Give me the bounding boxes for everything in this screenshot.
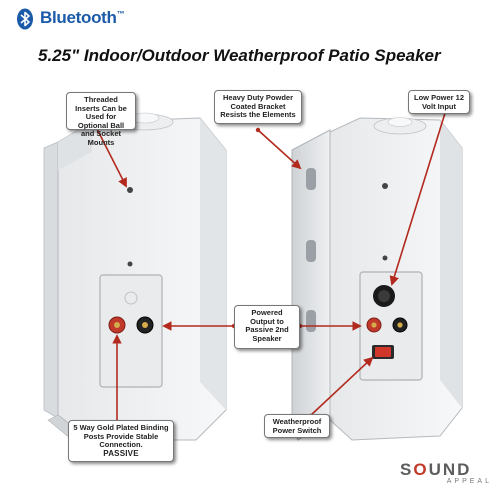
callout-power-switch: Weatherproof Power Switch xyxy=(264,414,330,438)
callout-low-power: Low Power 12 Volt Input xyxy=(408,90,470,114)
callout-arrows xyxy=(95,109,447,425)
binding-posts-text: 5 Way Gold Plated Binding Posts Provide … xyxy=(73,423,169,449)
logo-subtitle: APPEAL xyxy=(446,478,492,485)
callout-binding-posts: 5 Way Gold Plated Binding Posts Provide … xyxy=(68,420,174,462)
sound-appeal-logo: SOUND APPEAL xyxy=(400,460,492,485)
bluetooth-icon xyxy=(17,8,33,30)
active-speaker-image xyxy=(291,117,463,441)
callout-bracket: Heavy Duty Powder Coated Bracket Resists… xyxy=(214,90,302,124)
logo-wordmark: SOUND xyxy=(400,460,472,479)
binding-posts-passive: PASSIVE xyxy=(103,448,139,458)
bluetooth-label: Bluetooth™ xyxy=(40,8,125,27)
passive-speaker-image xyxy=(43,112,227,449)
page-title: 5.25" Indoor/Outdoor Weatherproof Patio … xyxy=(38,46,441,65)
callout-powered-output: Powered Output to Passive 2nd Speaker xyxy=(234,305,300,349)
callout-threaded-inserts: Threaded Inserts Can be Used for Optiona… xyxy=(66,92,136,146)
